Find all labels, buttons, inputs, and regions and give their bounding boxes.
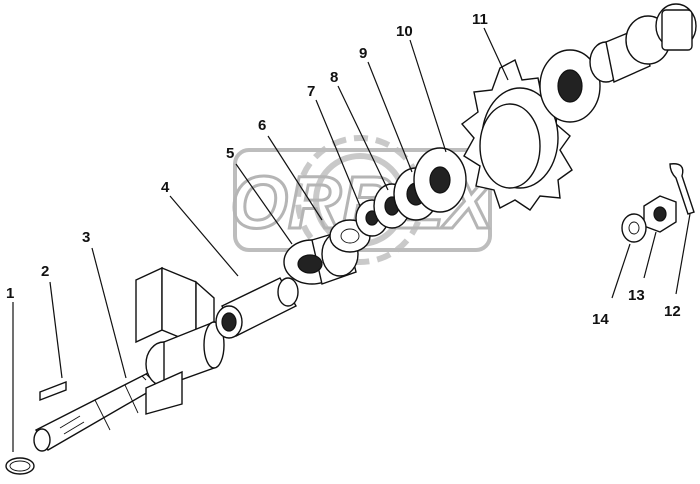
- part-10-hub: [413, 147, 467, 213]
- part-4-bushing: [215, 277, 299, 339]
- part-3-shaft: [33, 371, 164, 452]
- part-11-sprocket: [460, 58, 573, 211]
- callout-8: 8: [330, 69, 338, 86]
- upper-bearing-assembly: [539, 3, 697, 123]
- callout-10: 10: [396, 23, 413, 40]
- callout-14: 14: [592, 311, 609, 328]
- part-13-castle-nut: [643, 195, 677, 233]
- bracket-housing: [135, 266, 225, 415]
- callout-3: 3: [82, 229, 90, 246]
- callout-9: 9: [359, 45, 367, 62]
- callout-12: 12: [664, 303, 681, 320]
- part-2-key: [39, 380, 67, 402]
- callout-4: 4: [161, 179, 170, 196]
- part-14-washer: [621, 213, 647, 243]
- callout-labels: 1 2 3 4 5 6 7 8 9 10 11 12 13 14: [6, 11, 681, 328]
- callout-1: 1: [6, 285, 14, 302]
- leader-lines: [12, 27, 691, 452]
- callout-5: 5: [226, 145, 234, 162]
- part-12-cotter-pin: [669, 163, 695, 215]
- callout-7: 7: [307, 83, 315, 100]
- part-1-retaining-ring: [5, 457, 35, 475]
- callout-6: 6: [258, 117, 266, 134]
- callout-11: 11: [472, 11, 488, 28]
- callout-2: 2: [41, 263, 49, 280]
- callout-13: 13: [628, 287, 645, 304]
